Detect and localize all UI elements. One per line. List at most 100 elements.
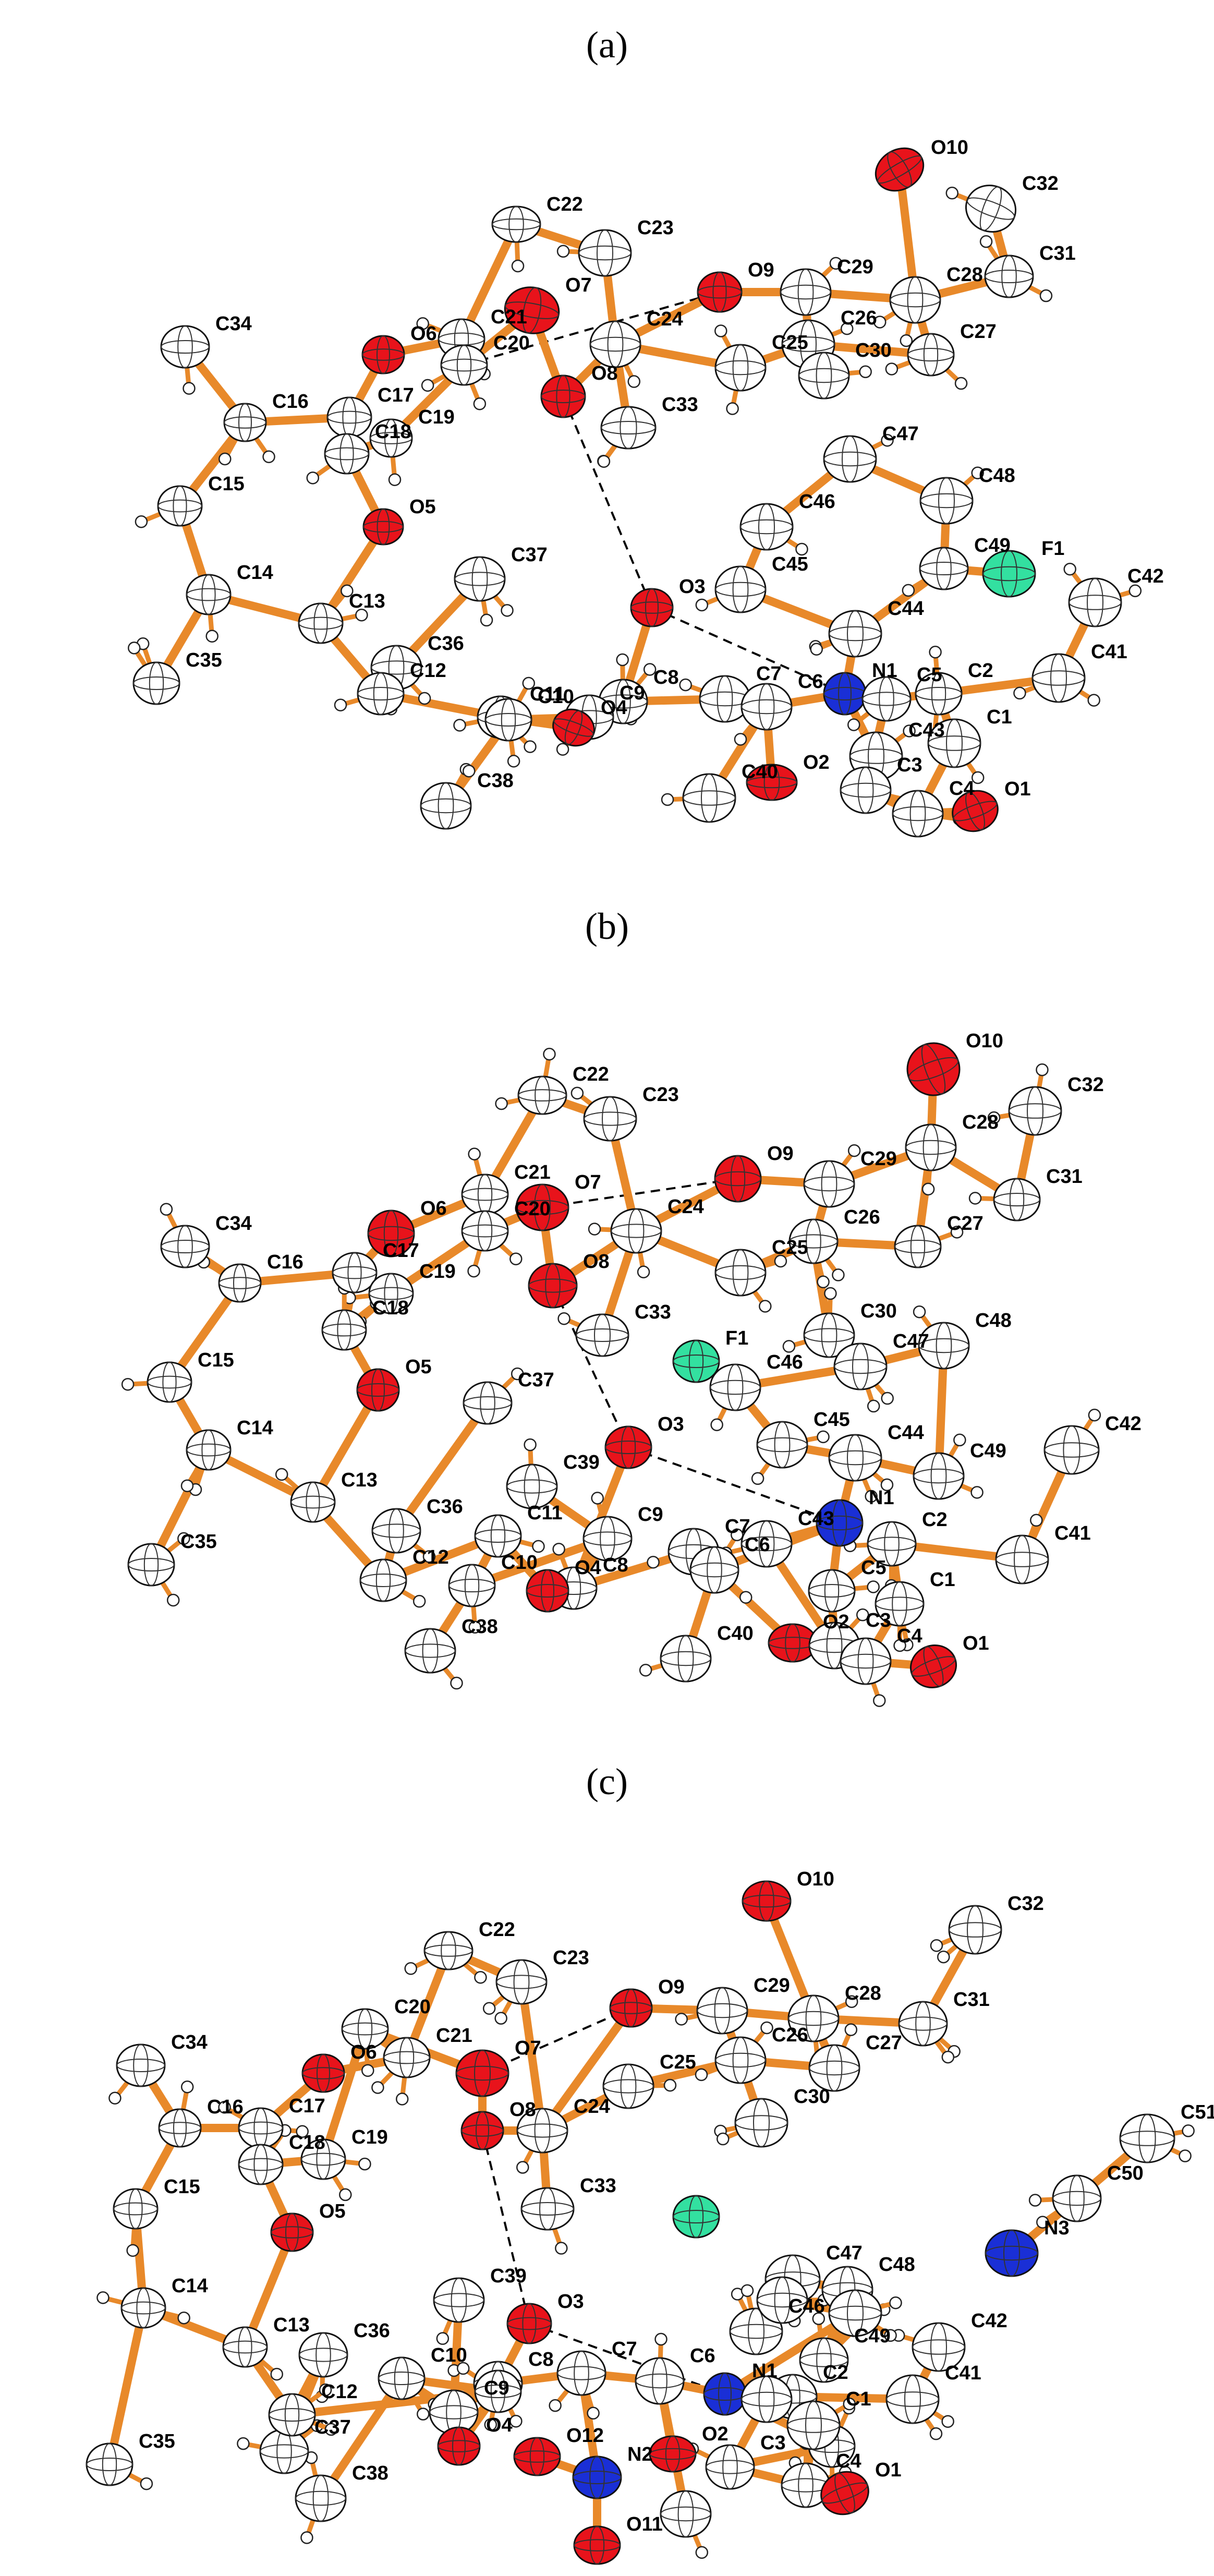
hydrogen-atom — [319, 2383, 332, 2397]
atom-label: C34 — [215, 1213, 252, 1235]
bond — [538, 2004, 635, 2135]
atom-o12 — [513, 2437, 561, 2476]
atom-label: C46 — [767, 1351, 803, 1373]
hydrogen-atom — [637, 1265, 650, 1279]
hydrogen-atom — [270, 2367, 283, 2381]
atom-c37 — [454, 556, 506, 602]
atom-c26 — [714, 2036, 767, 2084]
atom-c15 — [157, 485, 203, 527]
hydrogen-atom — [412, 1594, 426, 1608]
hydrogen-bond — [481, 2130, 530, 2324]
hydrogen-bond — [562, 396, 653, 608]
hydrogen-atom — [591, 1492, 604, 1505]
atom-label: C20 — [394, 1996, 431, 2018]
hydrogen-atom — [180, 1479, 194, 1492]
atom-label: C1 — [930, 1569, 955, 1591]
hydrogen-atom — [751, 1472, 764, 1485]
atom-c34 — [116, 2043, 166, 2087]
atom-label: C46 — [799, 491, 835, 513]
hydrogen-atom — [902, 584, 915, 597]
hydrogen-atom — [1039, 289, 1053, 303]
atom-label: C17 — [383, 1240, 419, 1262]
atom-label: O5 — [405, 1356, 432, 1378]
hydrogen-atom — [1128, 584, 1142, 598]
hydrogen-atom — [450, 1676, 463, 1690]
atom-c44 — [828, 1434, 882, 1482]
atom-o4 — [552, 708, 595, 747]
hydrogen-atom — [1028, 2194, 1042, 2207]
atom-o3 — [604, 1425, 652, 1469]
atom-c2 — [867, 1521, 917, 1567]
atom-c14 — [120, 2287, 166, 2329]
hydrogen-atom — [717, 2132, 730, 2146]
atom-label: C31 — [953, 1989, 990, 2011]
hydrogen-atom — [501, 604, 514, 617]
atom-c32 — [965, 185, 1017, 233]
hydrogen-atom — [416, 317, 429, 330]
hydrogen-atom — [1030, 1514, 1043, 1527]
hydrogen-atom — [395, 2093, 409, 2106]
atom-label: C49 — [854, 2325, 891, 2347]
hydrogen-atom — [710, 1418, 723, 1432]
atom-label: C4 — [949, 778, 975, 800]
atom-label: C12 — [412, 1546, 449, 1568]
atom-label: C29 — [860, 1148, 897, 1170]
hydrogen-atom — [987, 1111, 1001, 1124]
hydrogen-atom — [817, 1275, 830, 1289]
atom-c33 — [575, 1313, 629, 1357]
atom-label: C18 — [372, 1297, 409, 1319]
atom-c27 — [907, 333, 955, 377]
atom-label: C43 — [798, 1508, 834, 1530]
hydrogen-atom — [647, 1555, 660, 1569]
atom-label: C38 — [477, 770, 514, 792]
hydrogen-atom — [675, 2013, 688, 2026]
atom-label: O3 — [679, 576, 706, 598]
atom-c24 — [610, 1208, 662, 1254]
hydrogen-atom — [453, 719, 466, 732]
hydrogen-atom — [108, 2091, 122, 2105]
atom-c35 — [86, 2442, 133, 2486]
hydrogen-bond — [651, 607, 845, 695]
hydrogen-atom — [945, 186, 959, 200]
atom-c20 — [440, 344, 488, 386]
hydrogen-atom — [734, 733, 747, 746]
atom-label: O5 — [409, 496, 436, 518]
atom-label: C32 — [1067, 1074, 1104, 1096]
hydrogen-bond — [529, 2323, 725, 2395]
atom-label: C50 — [1107, 2162, 1144, 2184]
atom-c40 — [660, 2490, 712, 2538]
atom-c38 — [404, 1628, 456, 1674]
atom-c6 — [635, 2357, 685, 2405]
hydrogen-atom — [971, 466, 984, 480]
atom-c23 — [578, 229, 632, 277]
atom-c6 — [689, 1546, 739, 1594]
hydrogen-atom — [782, 1340, 796, 1353]
atom-c30 — [798, 352, 850, 400]
atom-label: C27 — [960, 321, 997, 343]
bond — [319, 2025, 369, 2163]
atom-label: C8 — [653, 667, 679, 688]
hydrogen-atom — [937, 1950, 950, 1964]
atom-c32 — [1008, 1086, 1062, 1136]
atom-label: C24 — [574, 2096, 610, 2118]
atom-o9 — [714, 1155, 762, 1203]
atom-label: C30 — [794, 2086, 830, 2108]
atom-label: O4 — [486, 2414, 513, 2436]
atom-o7 — [504, 286, 560, 334]
atom-label: C28 — [962, 1111, 999, 1133]
atom-label: C34 — [171, 2031, 208, 2053]
hydrogen-atom — [847, 1144, 861, 1157]
atom-label: C2 — [823, 2362, 848, 2384]
atom-label: C49 — [970, 1440, 1006, 1462]
atom-label: C35 — [180, 1531, 217, 1553]
hydrogen-atom — [121, 1377, 135, 1391]
hydrogen-atom — [480, 613, 493, 627]
atom-label: C47 — [826, 2242, 863, 2264]
atom-c18 — [321, 1309, 367, 1351]
atom-label: C19 — [418, 406, 455, 428]
hydrogen-atom — [324, 2423, 338, 2436]
hydrogen-atom — [341, 584, 354, 598]
hydrogen-atom — [177, 1532, 190, 1545]
hydrogen-atom — [1182, 2124, 1195, 2137]
